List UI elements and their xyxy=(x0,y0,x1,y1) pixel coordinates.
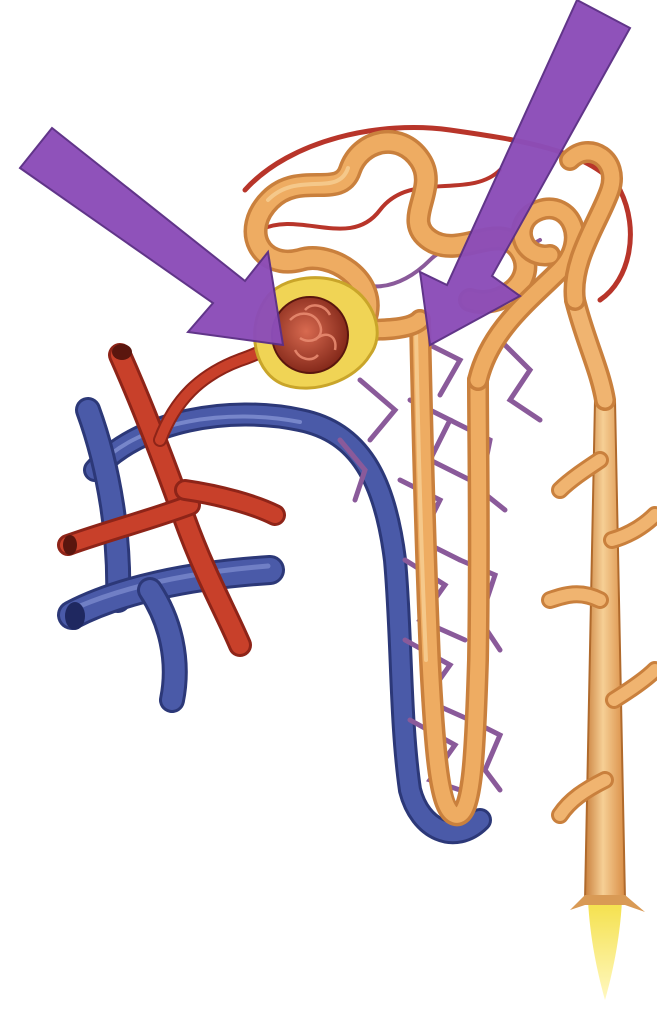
collecting-duct xyxy=(550,300,655,900)
urine-outflow xyxy=(588,900,622,1000)
glomerulus-pointer-arrow xyxy=(20,128,283,345)
glomerulus xyxy=(272,297,348,373)
